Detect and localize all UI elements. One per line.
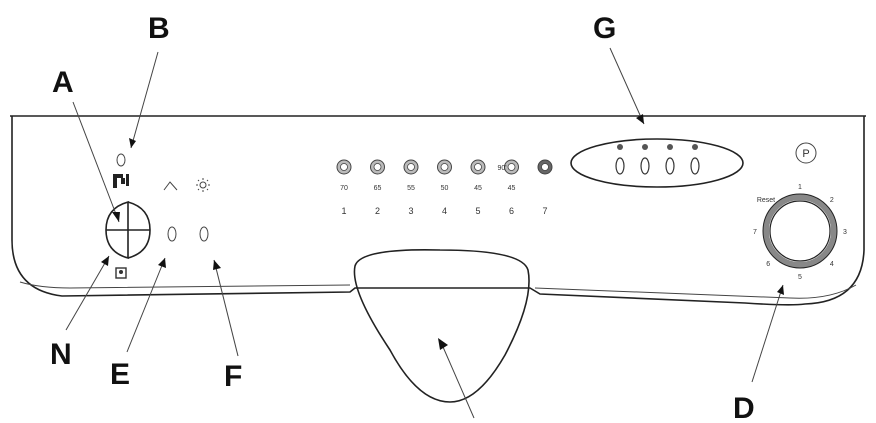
program-dial[interactable]: 1 2 3 4 5 6 7 Reset (753, 184, 847, 281)
option-buttons-group (570, 138, 744, 188)
program-temp-4: 50 (441, 185, 449, 192)
program-icon-5 (474, 163, 482, 171)
dial-number-7: 7 (753, 229, 757, 236)
dial-number-4: 4 (830, 261, 834, 268)
callout-b: B (148, 12, 170, 45)
callout-n: N (50, 338, 72, 371)
salt-warning-icon (196, 178, 210, 192)
extra-dry-icon (692, 144, 698, 150)
salt-icon (115, 267, 127, 279)
half-load-icon (617, 144, 623, 150)
program-icon-1 (340, 163, 348, 171)
panel-bottom-rail (19, 281, 857, 299)
main-switch[interactable] (105, 200, 151, 260)
eco-icon (642, 144, 648, 150)
program-icon-2 (373, 163, 382, 171)
program-number-1: 1 (341, 206, 346, 216)
callout-a: A (52, 66, 74, 99)
program-icon-6 (507, 163, 516, 171)
panel-outline (11, 116, 865, 306)
program-button-3[interactable]: 55 3 (403, 159, 419, 216)
callout-e: E (110, 358, 130, 391)
program-temp-3: 55 (407, 185, 415, 192)
callout-d: D (733, 392, 755, 423)
brand-logo: P (795, 142, 817, 164)
program-number-3: 3 (408, 206, 413, 216)
program-number-4: 4 (442, 206, 447, 216)
program-6-prefix: 90' (497, 165, 506, 172)
program-button-6[interactable]: 45 6 (504, 159, 519, 216)
delay-icon (667, 144, 673, 150)
option-light-1 (615, 157, 625, 175)
indicator-light-b (116, 153, 126, 167)
dial-number-3: 3 (843, 229, 847, 236)
option-light-2 (640, 157, 650, 175)
program-number-6: 6 (509, 206, 514, 216)
dial-reset-label: Reset (757, 197, 775, 204)
program-icon-3 (407, 163, 415, 171)
program-button-7[interactable]: 7 (537, 159, 553, 216)
program-temp-6: 45 (508, 185, 516, 192)
option-button-3[interactable] (665, 144, 675, 175)
option-button-1[interactable] (615, 144, 625, 175)
callout-g: G (593, 12, 616, 45)
program-button-5[interactable]: 45 5 (470, 159, 486, 216)
program-number-7: 7 (542, 206, 547, 216)
program-temp-1: 70 (340, 185, 348, 192)
dial-number-1: 1 (798, 184, 802, 191)
option-light-4 (690, 157, 700, 175)
program-icon-4 (440, 163, 449, 171)
callout-f: F (224, 360, 242, 393)
program-button-4[interactable]: 50 4 (437, 159, 452, 216)
brand-logo-letter: P (802, 148, 809, 160)
option-light-3 (665, 157, 675, 175)
tap-icon (113, 174, 129, 188)
program-icon-7 (541, 163, 549, 171)
program-temp-5: 45 (474, 185, 482, 192)
door-handle[interactable] (353, 249, 530, 403)
program-number-5: 5 (475, 206, 480, 216)
program-number-2: 2 (375, 206, 380, 216)
dial-number-5: 5 (798, 274, 802, 281)
indicator-light-e (167, 226, 177, 242)
rinse-aid-icon (163, 181, 178, 191)
dial-number-2: 2 (830, 197, 834, 204)
program-temp-2: 65 (374, 185, 382, 192)
program-selector: 70 1 65 2 55 3 50 4 45 5 45 6 7 90' (336, 159, 553, 216)
indicator-light-f (199, 226, 209, 242)
program-button-2[interactable]: 65 2 (370, 159, 385, 216)
leader-lines (65, 47, 784, 419)
option-button-2[interactable] (640, 144, 650, 175)
dial-number-6: 6 (766, 261, 770, 268)
option-button-4[interactable] (690, 144, 700, 175)
program-button-1[interactable]: 70 1 (336, 159, 352, 216)
